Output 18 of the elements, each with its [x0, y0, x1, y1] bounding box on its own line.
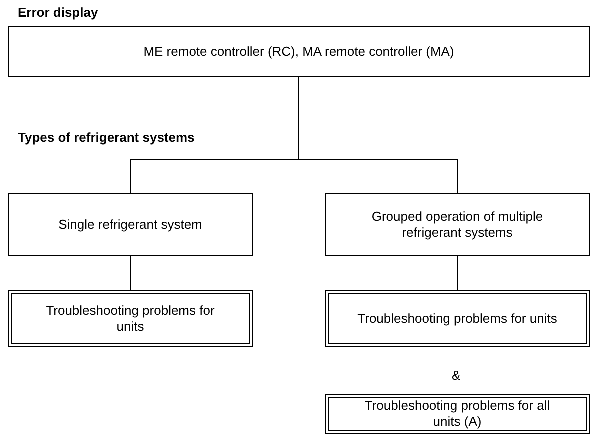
heading: Error display — [18, 5, 98, 20]
box-text: Troubleshooting problems for units — [358, 310, 558, 326]
process-box — [325, 290, 590, 347]
box-text: Single refrigerant system — [58, 216, 202, 232]
connector-line — [457, 256, 458, 290]
process-box — [8, 193, 253, 256]
box-text: Troubleshooting problems for units — [45, 302, 216, 334]
note-text: & — [452, 368, 461, 383]
process-box — [8, 290, 253, 347]
process-box — [8, 26, 590, 77]
connector-line — [130, 256, 131, 290]
box-text: Grouped operation of multiple refrigerant systems — [370, 208, 544, 240]
section-heading: Types of refrigerant systems — [18, 130, 195, 145]
connector-line — [298, 76, 458, 194]
box-text: Troubleshooting problems for all units (A) — [364, 398, 552, 430]
process-box — [325, 193, 590, 256]
box-text: ME remote controller (RC), MA remote controller (MA) — [144, 44, 454, 60]
process-box — [325, 394, 590, 434]
